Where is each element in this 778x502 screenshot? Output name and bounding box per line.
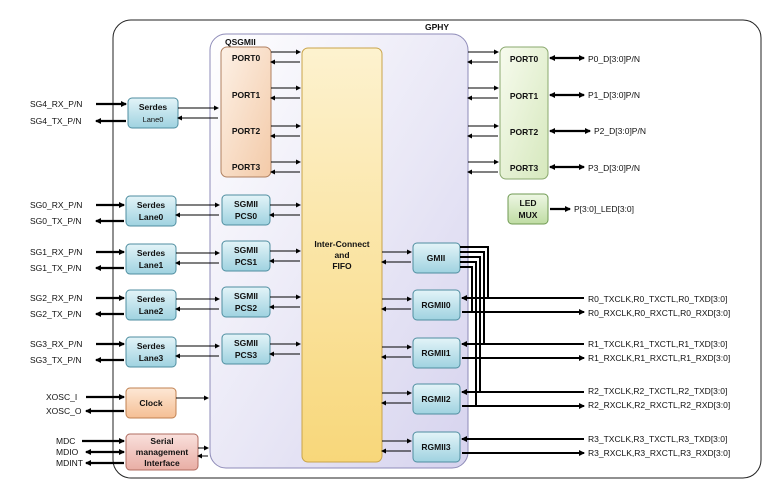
interconnect-line2: and bbox=[334, 250, 349, 260]
sg2-rx-label: SG2_RX_P/N bbox=[30, 293, 82, 303]
qsgmii-port1: PORT1 bbox=[232, 90, 261, 100]
svg-text:Serdes: Serdes bbox=[137, 294, 166, 304]
led-mux-block: LED MUX bbox=[507, 193, 549, 225]
clock-block: Clock bbox=[125, 387, 177, 419]
p3-signal-label: P3_D[3:0]P/N bbox=[588, 163, 640, 173]
mdc-label: MDC bbox=[56, 436, 75, 446]
svg-text:SGMII: SGMII bbox=[234, 199, 258, 209]
svg-text:Serdes: Serdes bbox=[137, 341, 166, 351]
rgmii1-block: RGMII1 bbox=[412, 337, 461, 369]
svg-text:management: management bbox=[136, 447, 189, 457]
svg-text:Serdes: Serdes bbox=[137, 248, 166, 258]
sgmii-pcs1: SGMII PCS1 bbox=[221, 240, 271, 272]
r3-tx-label: R3_TXCLK,R3_TXCTL,R3_TXD[3:0] bbox=[588, 434, 727, 444]
sgmii-pcs0: SGMII PCS0 bbox=[221, 194, 271, 226]
p2-signal-label: P2_D[3:0]P/N bbox=[594, 126, 646, 136]
sg0-tx-label: SG0_TX_P/N bbox=[30, 216, 82, 226]
svg-text:Clock: Clock bbox=[139, 398, 162, 408]
sg2-tx-label: SG2_TX_P/N bbox=[30, 309, 82, 319]
svg-text:Interface: Interface bbox=[144, 458, 180, 468]
svg-text:PCS1: PCS1 bbox=[235, 257, 257, 267]
sgmii-pcs2: SGMII PCS2 bbox=[221, 286, 271, 318]
qsgmii-port2: PORT2 bbox=[232, 126, 261, 136]
svg-text:SGMII: SGMII bbox=[234, 245, 258, 255]
svg-text:PCS0: PCS0 bbox=[235, 211, 257, 221]
rgmii0-block: RGMII0 bbox=[412, 289, 461, 321]
qsgmii-ports-block bbox=[220, 46, 272, 178]
r2-tx-label: R2_TXCLK,R2_TXCTL,R2_TXD[3:0] bbox=[588, 386, 727, 396]
svg-text:LED: LED bbox=[520, 198, 537, 208]
right-port1: PORT1 bbox=[510, 91, 539, 101]
svg-text:SGMII: SGMII bbox=[234, 291, 258, 301]
xosc-i-label: XOSC_I bbox=[46, 392, 77, 402]
gphy-title: GPHY bbox=[425, 22, 449, 32]
p1-signal-label: P1_D[3:0]P/N bbox=[588, 90, 640, 100]
right-port0: PORT0 bbox=[510, 54, 539, 64]
interconnect-line1: Inter-Connect bbox=[314, 239, 369, 249]
svg-text:RGMII3: RGMII3 bbox=[421, 442, 451, 452]
svg-text:PCS3: PCS3 bbox=[235, 350, 257, 360]
svg-text:GMII: GMII bbox=[427, 253, 445, 263]
serdes-lane2-block: Serdes Lane2 bbox=[125, 289, 177, 321]
svg-text:RGMII1: RGMII1 bbox=[421, 348, 451, 358]
smi-block: Serial management Interface bbox=[125, 433, 199, 471]
sgmii-pcs3: SGMII PCS3 bbox=[221, 333, 271, 365]
xosc-o-label: XOSC_O bbox=[46, 406, 82, 416]
svg-text:Lane0: Lane0 bbox=[139, 212, 164, 222]
p0-signal-label: P0_D[3:0]P/N bbox=[588, 54, 640, 64]
r1-tx-label: R1_TXCLK,R1_TXCTL,R1_TXD[3:0] bbox=[588, 339, 727, 349]
serdes-lane1-block: Serdes Lane1 bbox=[125, 243, 177, 275]
svg-text:Lane1: Lane1 bbox=[139, 260, 164, 270]
sg0-rx-label: SG0_RX_P/N bbox=[30, 200, 82, 210]
gmii-block: GMII bbox=[412, 242, 461, 274]
r0-rx-label: R0_RXCLK,R0_RXCTL,R0_RXD[3:0] bbox=[588, 308, 730, 318]
sg4-rx-label: SG4_RX_P/N bbox=[30, 99, 82, 109]
svg-text:Serial: Serial bbox=[150, 436, 173, 446]
sg4-tx-label: SG4_TX_P/N bbox=[30, 116, 82, 126]
qsgmii-label: QSGMII bbox=[225, 37, 256, 47]
r2-rx-label: R2_RXCLK,R2_RXCTL,R2_RXD[3:0] bbox=[588, 400, 730, 410]
right-port2: PORT2 bbox=[510, 127, 539, 137]
right-port3: PORT3 bbox=[510, 163, 539, 173]
svg-text:Serdes: Serdes bbox=[137, 200, 166, 210]
r0-tx-label: R0_TXCLK,R0_TXCTL,R0_TXD[3:0] bbox=[588, 294, 727, 304]
svg-text:PCS2: PCS2 bbox=[235, 303, 257, 313]
svg-text:RGMII0: RGMII0 bbox=[421, 300, 451, 310]
svg-text:MUX: MUX bbox=[519, 210, 538, 220]
svg-text:Lane0: Lane0 bbox=[143, 115, 164, 124]
mdint-label: MDINT bbox=[56, 458, 83, 468]
svg-text:SGMII: SGMII bbox=[234, 338, 258, 348]
r3-rx-label: R3_RXCLK,R3_RXCTL,R3_RXD[3:0] bbox=[588, 448, 730, 458]
sg3-tx-label: SG3_TX_P/N bbox=[30, 355, 82, 365]
mdio-label: MDIO bbox=[56, 447, 79, 457]
serdes-sg4-block: Serdes Lane0 bbox=[127, 97, 179, 129]
serdes-lane0-block: Serdes Lane0 bbox=[125, 195, 177, 227]
sg3-rx-label: SG3_RX_P/N bbox=[30, 339, 82, 349]
sg1-rx-label: SG1_RX_P/N bbox=[30, 247, 82, 257]
qsgmii-port3: PORT3 bbox=[232, 162, 261, 172]
serdes-lane3-block: Serdes Lane3 bbox=[125, 336, 177, 368]
right-ports-block bbox=[499, 46, 549, 180]
svg-text:Serdes: Serdes bbox=[139, 102, 168, 112]
rgmii3-block: RGMII3 bbox=[412, 431, 461, 463]
interconnect-line3: FIFO bbox=[332, 261, 352, 271]
svg-text:Lane3: Lane3 bbox=[139, 353, 164, 363]
svg-text:Lane2: Lane2 bbox=[139, 306, 164, 316]
connections bbox=[82, 49, 591, 466]
svg-text:RGMII2: RGMII2 bbox=[421, 394, 451, 404]
r1-rx-label: R1_RXCLK,R1_RXCTL,R1_RXD[3:0] bbox=[588, 353, 730, 363]
sg1-tx-label: SG1_TX_P/N bbox=[30, 263, 82, 273]
rgmii2-block: RGMII2 bbox=[412, 383, 461, 415]
qsgmii-port0: PORT0 bbox=[232, 53, 261, 63]
led-signal-label: P[3:0]_LED[3:0] bbox=[574, 204, 634, 214]
interconnect-fifo-block bbox=[301, 47, 383, 463]
